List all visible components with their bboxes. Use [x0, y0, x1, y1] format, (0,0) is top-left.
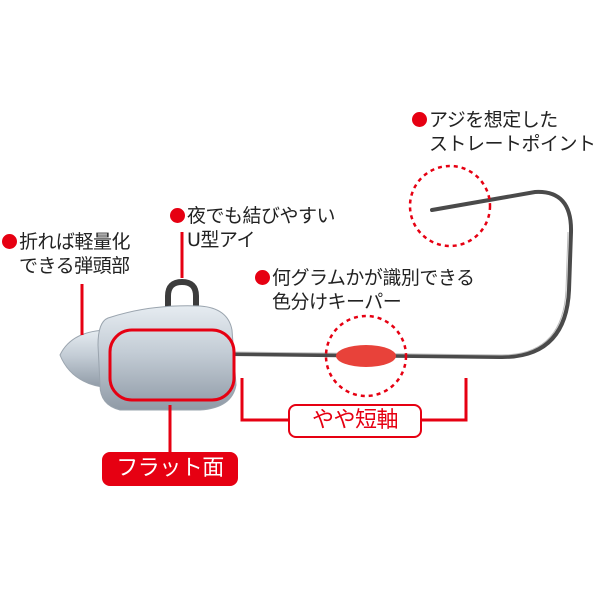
callout-straight-point: アジを想定した ストレートポイント [412, 108, 596, 156]
short-shank-bracket [240, 378, 468, 422]
color-keeper [336, 345, 396, 367]
callout-u-eye: 夜でも結びやすい U型アイ [170, 204, 336, 252]
callout-bullet-head: 折れば軽量化 できる弾頭部 [2, 230, 131, 278]
hook-wire [228, 189, 574, 360]
bullet-dot-icon [2, 234, 17, 249]
bullet-dot-icon [412, 112, 427, 127]
bullet-dot-icon [170, 208, 185, 223]
keeper-dashed-circle [324, 314, 408, 398]
short-shank-tag: やや短軸 [288, 404, 422, 438]
bullet-dot-icon [255, 270, 270, 285]
bullet-nose [59, 329, 111, 389]
flat-face-outline [108, 328, 236, 402]
u-eye [165, 278, 199, 318]
head-body [97, 305, 237, 411]
point-dashed-circle [408, 164, 492, 248]
callout-color-keeper: 何グラムかが識別できる 色分けキーパー [255, 266, 475, 314]
flat-face-tag: フラット面 [102, 452, 238, 486]
